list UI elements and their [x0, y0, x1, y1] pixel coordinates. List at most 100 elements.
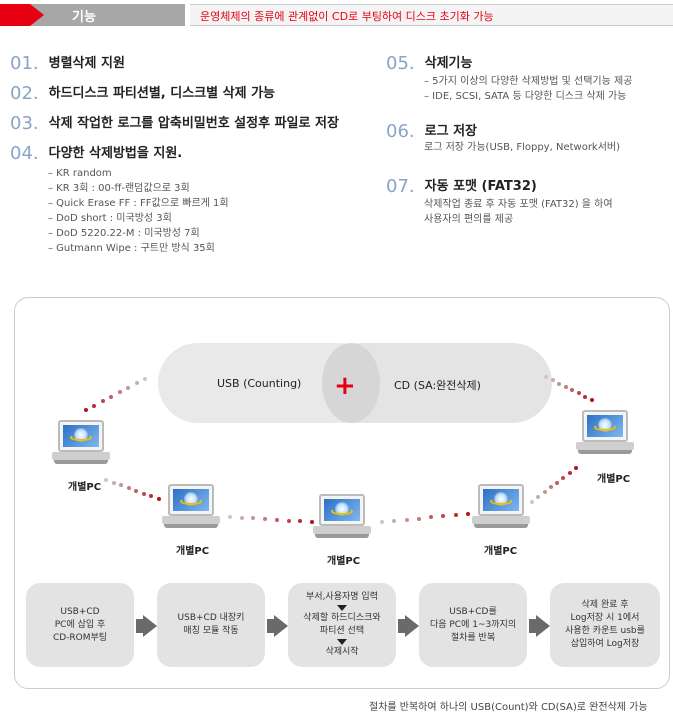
pc-icon	[472, 484, 530, 534]
connector-dot	[429, 515, 434, 520]
connector-dot	[126, 486, 131, 491]
pc-label: 개별PC	[597, 474, 631, 485]
feature-text: 삭제 작업한 로그를 압축비밀번호 설정후 파일로 저장	[48, 116, 339, 131]
connector-dot	[143, 377, 147, 381]
arrow-right-icon	[143, 615, 157, 637]
pc-icon	[313, 494, 371, 544]
connector-dot	[126, 385, 131, 390]
feature-text: 로그 저장	[424, 124, 478, 139]
feature-06: 06.로그 저장	[386, 120, 477, 142]
feature-detail: 삭제작업 종료 후 자동 포맷 (FAT32) 을 하여	[424, 199, 613, 210]
connector-dot	[310, 520, 314, 524]
connector-dot	[542, 490, 547, 495]
arrow-right-icon	[267, 619, 275, 633]
connector-dot	[441, 514, 446, 519]
feature-01: 01. 병렬삭제 지원	[10, 52, 125, 74]
feature-text: 병렬삭제 지원	[48, 56, 125, 71]
connector-dot	[544, 375, 548, 379]
header-red-marker	[0, 4, 30, 26]
connector-dot	[557, 381, 562, 386]
step-text: 삭제할 하드디스크와	[303, 613, 381, 623]
connector-dot	[555, 480, 560, 485]
feature-07-details: 삭제작업 종료 후 자동 포맷 (FAT32) 을 하여 사용자의 편의를 제공	[424, 197, 613, 227]
connector-dot	[274, 517, 279, 522]
connector-dot	[104, 478, 108, 482]
connector-dot	[563, 384, 568, 389]
connector-dot	[100, 399, 105, 404]
connector-dot	[567, 470, 572, 475]
step-text: PC에 삽입 후	[54, 619, 106, 630]
feature-07: 07. 자동 포맷 (FAT32)	[386, 175, 537, 197]
step-5: 삭제 완료 후 Log저장 시 1에서 사용한 카운트 usb를 삽입하여 Lo…	[550, 583, 660, 667]
connector-dot	[530, 500, 534, 504]
feature-06-details: 로그 저장 가능(USB, Floppy, Network서버)	[424, 140, 620, 155]
feature-number: 07.	[386, 176, 415, 197]
connector-dot	[574, 466, 578, 470]
oval-overlap	[322, 343, 380, 423]
connector-dot	[466, 512, 470, 516]
feature-03: 03.삭제 작업한 로그를 압축비밀번호 설정후 파일로 저장	[10, 112, 339, 134]
step-3: 부서,사용자명 입력 삭제할 하드디스크와 파티션 선택 삭제시작	[288, 583, 396, 667]
connector-dot	[404, 517, 409, 522]
method-list: – KR random – KR 3회 : 00-ff-랜덤값으로 3회 – Q…	[48, 166, 229, 256]
step-text: USB+CD를	[449, 606, 497, 617]
arrow-right-icon	[274, 615, 288, 637]
step-text: 파티션 선택	[319, 626, 365, 636]
connector-dot	[286, 518, 291, 523]
feature-text: 다양한 삭제방법을 지원.	[48, 146, 183, 161]
method-item: – KR random	[48, 168, 112, 179]
feature-detail: – 5가지 이상의 다양한 삭제방법 및 선택기능 제공	[424, 76, 633, 87]
connector-dot	[119, 483, 124, 488]
feature-02: 02.하드디스크 파티션별, 디스크별 삭제 가능	[10, 82, 275, 104]
step-text: 사용한 카운트 usb를	[565, 626, 645, 636]
step-text: 절차를 반복	[450, 632, 496, 643]
feature-05: 05.삭제기능	[386, 52, 472, 74]
arrow-right-icon	[536, 615, 550, 637]
section-header: 기능 운영체제의 종류에 관계없이 CD로 부팅하여 디스크 초기화 가능	[0, 4, 673, 26]
connector-dot	[576, 391, 581, 396]
connector-dot	[111, 480, 116, 485]
pc-icon	[576, 410, 634, 460]
connector-dot	[134, 381, 139, 386]
feature-number: 01.	[10, 53, 39, 74]
feature-text: 삭제기능	[424, 56, 473, 71]
feature-detail: 로그 저장 가능(USB, Floppy, Network서버)	[424, 142, 621, 153]
pc-icon	[162, 484, 220, 534]
method-item: – DoD 5220.22-M : 미국방성 7회	[48, 228, 200, 239]
step-text: Log저장 시 1에서	[570, 613, 640, 623]
arrow-down-icon	[337, 605, 347, 611]
step-text: 삭제시작	[325, 647, 359, 657]
step-4: USB+CD를 다음 PC에 1~3까지의 절차를 반복	[419, 583, 527, 667]
connector-dot	[583, 394, 588, 399]
header-tab	[0, 4, 185, 26]
connector-dot	[239, 515, 244, 520]
step-text: 매칭 모듈 작동	[183, 626, 239, 636]
step-text: 삽입하여 Log저장	[570, 639, 640, 649]
header-arrow-icon	[30, 4, 44, 26]
connector-dot	[109, 394, 114, 399]
connector-dot	[84, 408, 88, 412]
cd-label: CD (SA:완전삭제)	[394, 379, 481, 392]
header-title: 기능	[72, 10, 96, 25]
connector-dot	[536, 495, 541, 500]
connector-dot	[561, 475, 566, 480]
connector-dot	[416, 516, 421, 521]
arrow-right-icon	[136, 619, 144, 633]
connector-dot	[117, 390, 122, 395]
feature-text: 자동 포맷 (FAT32)	[424, 179, 537, 194]
feature-number: 04.	[10, 143, 39, 164]
feature-detail: – IDE, SCSI, SATA 등 다양한 디스크 삭제 가능	[424, 91, 627, 102]
footer-caption: 절차를 반복하여 하나의 USB(Count)와 CD(SA)로 완전삭제 가능	[369, 702, 648, 713]
pc-label: 개별PC	[68, 482, 102, 493]
connector-dot	[134, 488, 139, 493]
connector-dot	[251, 516, 256, 521]
connector-dot	[141, 491, 146, 496]
pc-label: 개별PC	[484, 546, 518, 557]
connector-dot	[380, 520, 384, 524]
connector-dot	[392, 518, 397, 523]
step-2: USB+CD 내장키 매칭 모듈 작동	[157, 583, 265, 667]
header-description: 운영체제의 종류에 관계없이 CD로 부팅하여 디스크 초기화 가능	[200, 10, 494, 23]
connector-dot	[590, 398, 594, 402]
connector-dot	[570, 388, 575, 393]
step-1: USB+CD PC에 삽입 후 CD-ROM부팅	[26, 583, 134, 667]
